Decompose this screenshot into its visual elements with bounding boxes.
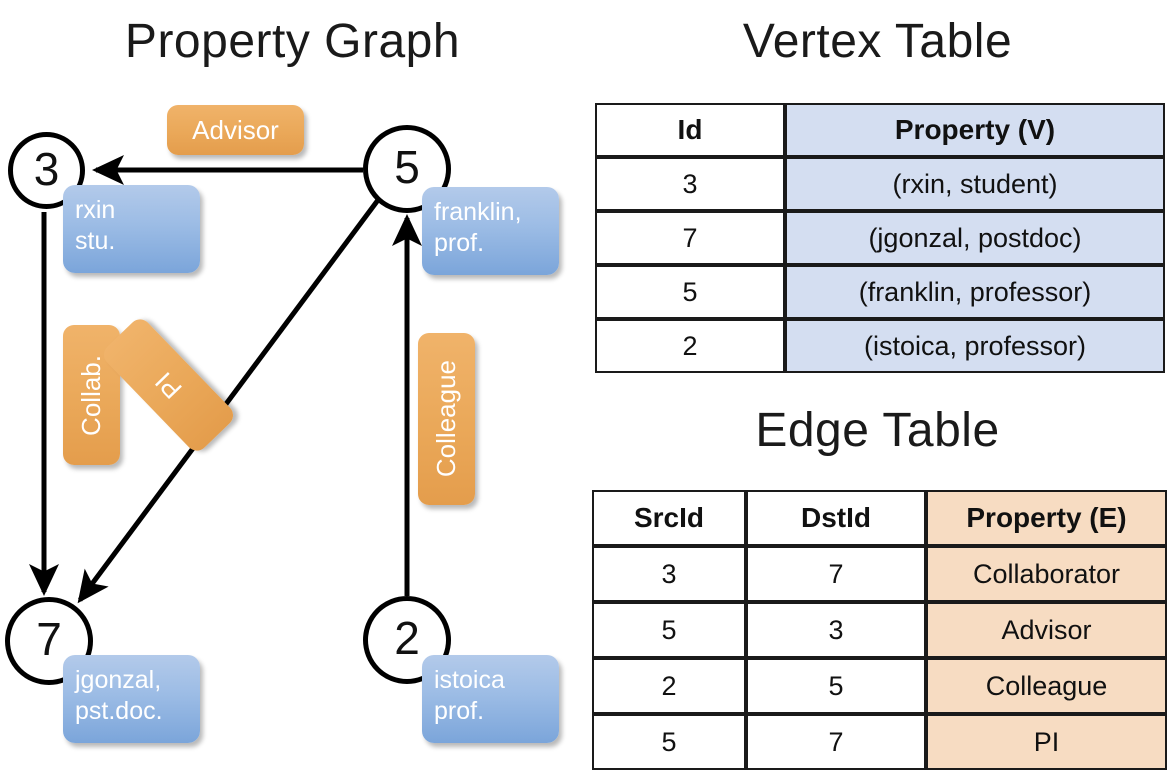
edge-row-2-property: Colleague <box>926 658 1167 714</box>
node-5-prop-line2: prof. <box>434 228 485 257</box>
table-row[interactable]: 5 7 PI <box>592 714 1167 770</box>
node-5-prop-line1: franklin, <box>434 198 522 226</box>
vertex-row-2-id: 5 <box>595 265 785 319</box>
vertex-row-2-property: (franklin, professor) <box>785 265 1165 319</box>
graph-node-5-id: 5 <box>394 141 420 193</box>
graph-node-3-property-box: rxin stu. <box>63 185 200 273</box>
table-row[interactable]: 5 3 Advisor <box>592 602 1167 658</box>
node-2-prop-line2: prof. <box>434 696 485 725</box>
graph-node-7-property-box: jgonzal, pst.doc. <box>63 655 200 743</box>
edge-row-1-property: Advisor <box>926 602 1167 658</box>
table-row[interactable]: 5 (franklin, professor) <box>595 265 1165 319</box>
page-title-vertex-table: Vertex Table <box>742 15 1013 68</box>
edge-label-advisor-text: Advisor <box>192 114 279 145</box>
graph-node-2[interactable]: 2 <box>363 596 451 684</box>
table-row[interactable]: 2 5 Colleague <box>592 658 1167 714</box>
edge-label-colleague-text: Colleague <box>431 360 461 478</box>
edge-table-header-srcid: SrcId <box>592 490 746 546</box>
graph-node-3-id: 3 <box>33 142 60 195</box>
edge-row-2-src: 2 <box>592 658 746 714</box>
vertex-table-header-row: Id Property (V) <box>595 103 1165 157</box>
edge-table-header-property: Property (E) <box>926 490 1167 546</box>
edge-label-pi-text: PI <box>148 366 188 405</box>
graph-node-7-id: 7 <box>36 613 62 665</box>
edge-label-advisor: Advisor <box>167 105 304 155</box>
edge-table: SrcId DstId Property (E) 3 7 Collaborato… <box>592 490 1167 770</box>
edge-row-1-dst: 3 <box>746 602 926 658</box>
edge-row-3-property: PI <box>926 714 1167 770</box>
edge-label-collab-text: Collab. <box>76 354 106 436</box>
edge-label-colleague: Colleague <box>418 333 475 505</box>
node-7-prop-line2: pst.doc. <box>75 696 163 725</box>
vertex-row-3-property: (istoica, professor) <box>785 319 1165 373</box>
table-row[interactable]: 2 (istoica, professor) <box>595 319 1165 373</box>
node-3-prop-line1: rxin <box>75 196 116 224</box>
vertex-row-1-property: (jgonzal, postdoc) <box>785 211 1165 265</box>
property-graph-panel: Property Graph 3 rxin stu. 5 franklin, p… <box>0 0 585 760</box>
vertex-table-header-property: Property (V) <box>785 103 1165 157</box>
vertex-row-0-id: 3 <box>595 157 785 211</box>
edge-row-0-dst: 7 <box>746 546 926 602</box>
node-7-prop-line1: jgonzal, <box>75 666 162 694</box>
edge-table-header-row: SrcId DstId Property (E) <box>592 490 1167 546</box>
edge-row-0-property: Collaborator <box>926 546 1167 602</box>
graph-edges-svg <box>29 155 422 604</box>
edge-row-3-dst: 7 <box>746 714 926 770</box>
edge-row-2-dst: 5 <box>746 658 926 714</box>
vertex-row-1-id: 7 <box>595 211 785 265</box>
page-title-edge-table: Edge Table <box>755 404 1000 457</box>
table-row[interactable]: 3 7 Collaborator <box>592 546 1167 602</box>
graph-node-2-id: 2 <box>394 612 420 664</box>
edge-table-header-dstid: DstId <box>746 490 926 546</box>
table-row[interactable]: 7 (jgonzal, postdoc) <box>595 211 1165 265</box>
edge-row-1-src: 5 <box>592 602 746 658</box>
graph-node-2-property-box: istoica prof. <box>422 655 559 743</box>
graph-node-5[interactable]: 5 <box>363 125 451 213</box>
node-3-prop-line2: stu. <box>75 226 116 255</box>
vertex-row-3-id: 2 <box>595 319 785 373</box>
node-2-prop-line1: istoica <box>434 666 505 694</box>
edge-row-0-src: 3 <box>592 546 746 602</box>
edge-row-3-src: 5 <box>592 714 746 770</box>
graph-node-5-property-box: franklin, prof. <box>422 187 559 275</box>
edge-5-to-7 <box>77 198 381 604</box>
vertex-table: Id Property (V) 3 (rxin, student) 7 (jgo… <box>595 103 1165 373</box>
page-title-property-graph: Property Graph <box>124 15 461 68</box>
table-row[interactable]: 3 (rxin, student) <box>595 157 1165 211</box>
vertex-table-header-id: Id <box>595 103 785 157</box>
vertex-row-0-property: (rxin, student) <box>785 157 1165 211</box>
